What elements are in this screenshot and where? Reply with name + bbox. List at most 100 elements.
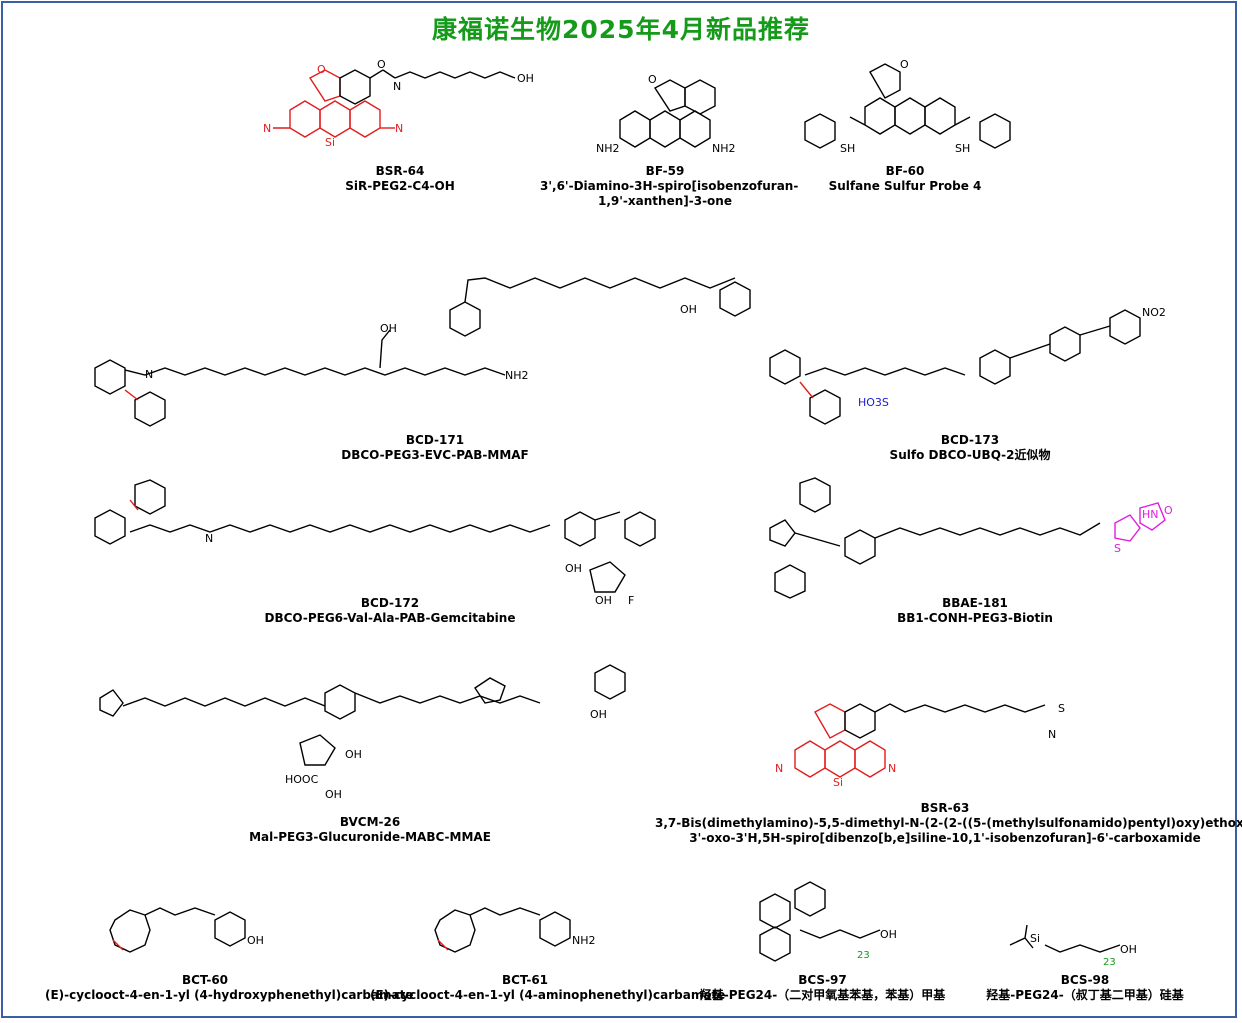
structure-drawing: O Si N N O N OH — [263, 58, 534, 149]
atom-label: NH2 — [712, 142, 736, 155]
atom-label: HN — [1142, 508, 1159, 521]
atom-label: NH2 — [572, 934, 596, 947]
caption-bsr-64: BSR-64 SiR-PEG2-C4-OH — [320, 164, 480, 194]
caption-bcd-172: BCD-172 DBCO-PEG6-Val-Ala-PAB-Gemcitabin… — [260, 596, 520, 626]
product-code: BCT-60 — [181, 973, 229, 987]
atom-label: 23 — [1103, 957, 1116, 968]
atom-label: OH — [247, 934, 264, 947]
caption-bct-60: BCT-60 (E)-cyclooct-4-en-1-yl (4-hydroxy… — [45, 973, 414, 1003]
structure-bf-59: O NH2 NH2 — [596, 73, 740, 155]
structure-drawing: N OH OH F — [94, 479, 656, 607]
atom-label: O — [900, 58, 909, 71]
atom-label: OH — [517, 72, 534, 85]
product-code: BCS-97 — [798, 973, 847, 987]
atom-label: OH — [590, 708, 607, 721]
product-name-line-2: 1,9'-xanthen]-3-one — [598, 194, 732, 208]
atom-label: N — [263, 122, 271, 135]
structure-drawing: O NH2 NH2 — [596, 73, 736, 155]
product-code: BCS-98 — [1060, 973, 1110, 987]
product-code: BVCM-26 — [339, 815, 401, 829]
product-name: Sulfane Sulfur Probe 4 — [828, 179, 982, 193]
atom-label: F — [628, 594, 634, 607]
atom-label: Si — [833, 776, 843, 789]
caption-bct-61: BCT-61 (E)-cyclooct-4-en-1-yl (4-aminoph… — [370, 973, 726, 1003]
caption-bbae-181: BBAE-181 BB1-CONH-PEG3-Biotin — [880, 596, 1070, 626]
structure-drawing: NH2 — [434, 907, 596, 953]
structure-bct-61: NH2 — [430, 900, 600, 965]
atom-label: O — [377, 58, 386, 71]
atom-label: NO2 — [1142, 306, 1166, 319]
atom-label: HOOC — [285, 773, 319, 786]
atom-label: NH2 — [505, 369, 529, 382]
product-code: BSR-64 — [375, 164, 425, 178]
structure-bcs-98: Si OH 23 — [1005, 920, 1145, 970]
atom-label: OH — [1120, 943, 1137, 956]
product-name: (E)-cyclooct-4-en-1-yl (4-aminophenethyl… — [370, 988, 726, 1002]
structure-drawing: HOOC OH OH OH — [99, 664, 626, 801]
atom-label: OH — [325, 788, 342, 801]
structure-bct-60: OH — [105, 900, 275, 965]
structure-drawing: Si OH 23 — [1009, 924, 1137, 968]
atom-label: N — [888, 762, 896, 775]
structure-bf-60: O SH SH — [800, 58, 1011, 157]
product-code: BSR-63 — [920, 801, 970, 815]
caption-bcs-97: BCS-97 羟基-PEG24-（二对甲氧基苯基，苯基）甲基 — [690, 973, 955, 1003]
product-name: 3',6'-Diamino-3H-spiro[isobenzofuran- — [540, 179, 799, 193]
atom-label: OH — [880, 928, 897, 941]
structure-drawing: OH — [109, 907, 264, 953]
product-name: (E)-cyclooct-4-en-1-yl (4-hydroxypheneth… — [45, 988, 414, 1002]
structure-bcd-171: N OH NH2 OH — [90, 250, 770, 430]
atom-label: SH — [955, 142, 970, 155]
product-name: SiR-PEG2-C4-OH — [345, 179, 455, 193]
caption-bcd-173: BCD-173 Sulfo DBCO-UBQ-2近似物 — [880, 433, 1060, 463]
product-name: BB1-CONH-PEG3-Biotin — [897, 611, 1053, 625]
atom-label: OH — [565, 562, 582, 575]
atom-label: Si — [1030, 932, 1040, 945]
product-code: BCD-171 — [405, 433, 465, 447]
page-title: 康福诺生物2025年4月新品推荐 — [432, 15, 810, 44]
atom-label: N — [775, 762, 783, 775]
atom-label: NH2 — [596, 142, 620, 155]
structure-bcd-172: N OH OH F — [90, 479, 680, 607]
caption-bcd-171: BCD-171 DBCO-PEG3-EVC-PAB-MMAF — [310, 433, 560, 463]
atom-label: SH — [840, 142, 855, 155]
product-name: Mal-PEG3-Glucuronide-MABC-MMAE — [249, 830, 491, 844]
atom-label: S — [1114, 542, 1121, 555]
product-code: BF-59 — [645, 164, 685, 178]
atom-label: HO3S — [858, 396, 889, 409]
product-name: Sulfo DBCO-UBQ-2近似物 — [889, 448, 1051, 462]
caption-bf-59: BF-59 3',6'-Diamino-3H-spiro[isobenzofur… — [540, 164, 799, 209]
atom-label: OH — [595, 594, 612, 607]
caption-bsr-63: BSR-63 3,7-Bis(dimethylamino)-5,5-dimeth… — [655, 801, 1242, 846]
product-code: BCD-173 — [940, 433, 1000, 447]
structure-drawing: HO3S NO2 — [769, 306, 1166, 425]
structure-drawing: O SH SH — [804, 58, 1011, 155]
atom-label: O — [1164, 504, 1173, 517]
atom-label: N — [145, 368, 153, 381]
atom-label: Si — [325, 136, 335, 149]
product-name: 羟基-PEG24-（二对甲氧基苯基，苯基）甲基 — [699, 988, 946, 1002]
product-name-line-2: 3'-oxo-3'H,5H-spiro[dibenzo[b,e]siline-1… — [689, 831, 1201, 845]
structure-drawing: N N Si N S — [775, 702, 1065, 789]
structure-drawing: OH 23 — [759, 881, 897, 962]
atom-label: OH — [680, 303, 697, 316]
caption-bcs-98: BCS-98 羟基-PEG24-（叔丁基二甲基）硅基 — [970, 973, 1200, 1003]
product-name: 羟基-PEG24-（叔丁基二甲基）硅基 — [986, 988, 1184, 1002]
atom-label: N — [393, 80, 401, 93]
atom-label: N — [1048, 728, 1056, 741]
structure-bsr-64: O Si N N O N OH — [255, 58, 545, 160]
product-code: BBAE-181 — [942, 596, 1008, 610]
structure-bsr-63: N N Si N S — [770, 700, 1090, 790]
atom-label: N — [395, 122, 403, 135]
product-code: BCD-172 — [360, 596, 420, 610]
structure-bcs-97: OH 23 — [735, 880, 905, 970]
atom-label: N — [205, 532, 213, 545]
structure-drawing: S HN O — [769, 477, 1173, 599]
atom-label: O — [648, 73, 657, 86]
caption-bf-60: BF-60 Sulfane Sulfur Probe 4 — [820, 164, 990, 194]
atom-label: OH — [345, 748, 362, 761]
product-code: BF-60 — [885, 164, 925, 178]
atom-label: OH — [380, 322, 397, 335]
product-name: DBCO-PEG6-Val-Ala-PAB-Gemcitabine — [264, 611, 516, 625]
